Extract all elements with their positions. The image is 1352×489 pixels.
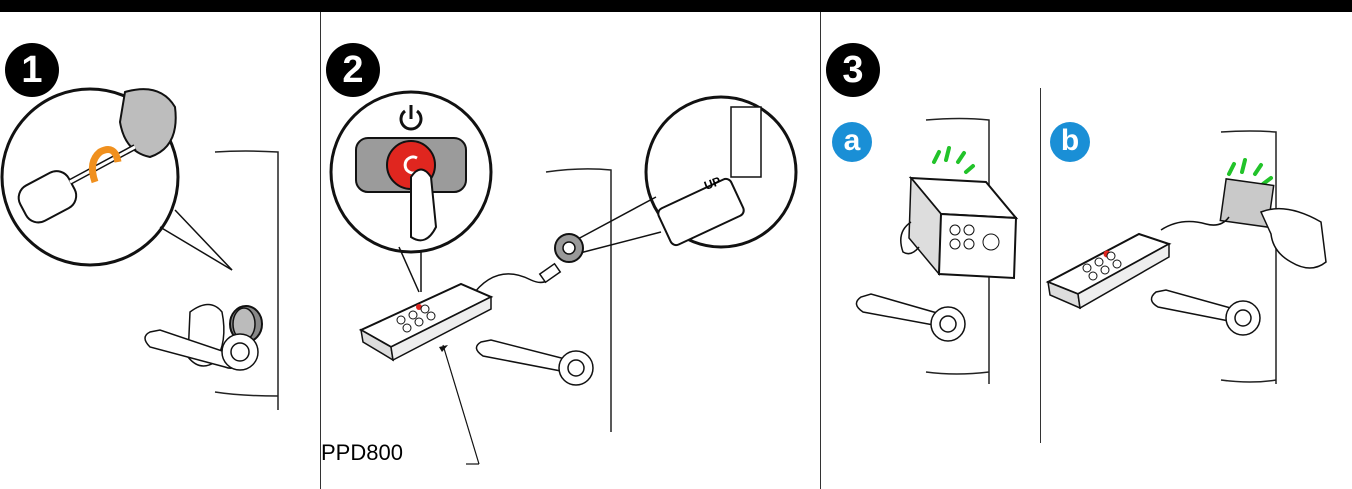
cable <box>1160 216 1230 231</box>
ppd800-device <box>1045 232 1172 310</box>
cable <box>900 221 920 255</box>
panel-divider-2 <box>820 12 821 489</box>
substep-divider <box>1040 88 1041 443</box>
power-icon <box>399 105 423 131</box>
hand-outline <box>1259 207 1327 269</box>
screwdriver-icon <box>17 144 137 224</box>
door-outline <box>925 117 990 384</box>
door-outline <box>1220 130 1277 384</box>
top-header-bar <box>0 0 1352 12</box>
finger-outline <box>410 168 438 242</box>
step-2-badge: 2 <box>326 43 380 97</box>
step-1-badge: 1 <box>5 43 59 97</box>
signal-icon <box>1227 158 1273 186</box>
ppd800-device <box>908 176 1019 280</box>
card-icon <box>1219 178 1275 228</box>
substep-a-badge: a <box>832 122 872 162</box>
step-3-badge: 3 <box>826 43 880 97</box>
signal-icon <box>932 146 975 174</box>
panel-divider-1 <box>320 12 321 489</box>
rotate-arrow-icon <box>88 146 122 184</box>
ppd800-device <box>358 282 494 362</box>
step-3-panel: 3 a b <box>821 12 1352 489</box>
device-label: PPD800 <box>321 440 403 465</box>
step-1-panel: 1 <box>0 12 320 489</box>
step-2-panel: 2 UP <box>321 12 820 489</box>
door-outline <box>545 168 612 432</box>
step-2-illustration: UP <box>329 90 798 465</box>
door-outline <box>214 150 279 410</box>
step-3-illustration <box>855 117 1327 384</box>
substep-b-badge: b <box>1050 122 1090 162</box>
svg-text:UP: UP <box>702 174 722 193</box>
step-1-illustration <box>0 87 279 410</box>
